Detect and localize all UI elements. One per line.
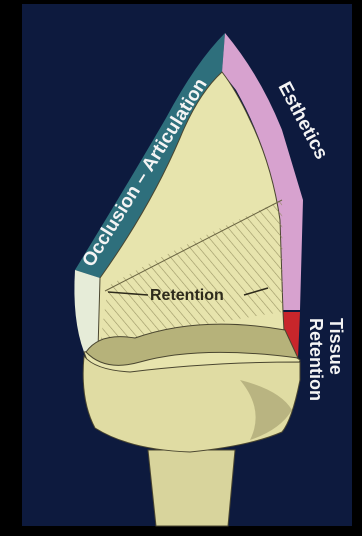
tissue-retention-label: Retention	[306, 318, 326, 401]
tissue-label: Tissue	[326, 318, 346, 375]
tooth-root	[148, 450, 235, 526]
retention-label: Retention	[150, 287, 224, 304]
